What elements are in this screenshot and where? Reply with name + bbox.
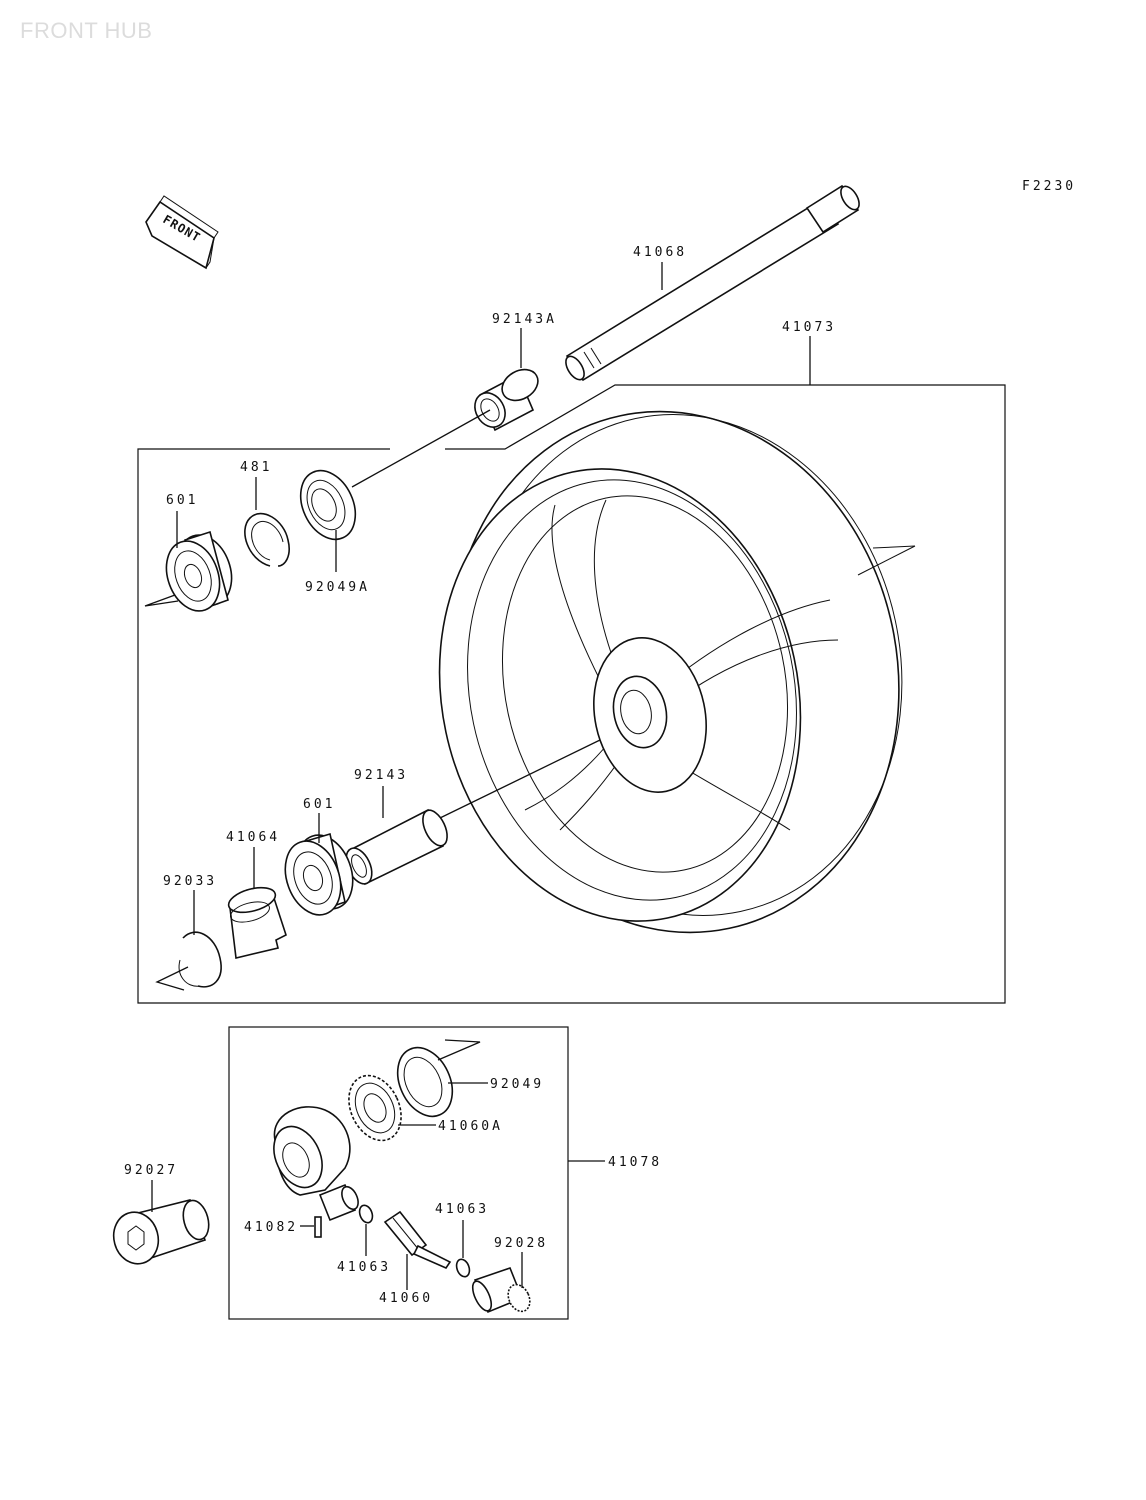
label-41063-right: 41063 [435, 1202, 489, 1217]
label-41060A: 41060A [438, 1119, 503, 1134]
speedometer-gear-box [228, 1026, 569, 1320]
oil-seal-92049A [299, 469, 357, 541]
label-41064: 41064 [226, 830, 280, 845]
oil-seal-92049 [396, 1046, 454, 1118]
label-41068: 41068 [633, 245, 687, 260]
diagram-code: F2230 [1022, 179, 1076, 194]
pinion-41060 [383, 1210, 452, 1270]
label-92033: 92033 [163, 874, 217, 889]
label-41073: 41073 [782, 320, 836, 335]
speedometer-drive-41064 [227, 886, 287, 959]
label-41082: 41082 [244, 1220, 298, 1235]
bushing-92028 [471, 1266, 531, 1314]
front-arrow-icon: FRONT [145, 195, 219, 270]
gear-housing [273, 1106, 359, 1222]
label-92143A: 92143A [492, 312, 557, 327]
label-601-lower: 601 [303, 797, 335, 812]
washer-41063-left [358, 1204, 374, 1224]
ball-bearing-601-upper [165, 530, 233, 612]
circlip-92033 [178, 931, 222, 988]
label-92049A: 92049A [305, 580, 370, 595]
label-92028: 92028 [494, 1236, 548, 1251]
speedometer-gear-41060A [348, 1074, 402, 1142]
washer-41063-right [455, 1258, 471, 1278]
label-92027: 92027 [124, 1163, 178, 1178]
bushing-92027 [112, 1199, 210, 1265]
label-601-upper: 601 [166, 493, 198, 508]
label-41060: 41060 [379, 1291, 433, 1306]
pin-41082 [314, 1216, 322, 1238]
label-92049: 92049 [490, 1077, 544, 1092]
front-axle [565, 184, 860, 382]
label-92143: 92143 [354, 768, 408, 783]
circlip-481 [244, 512, 290, 567]
collar-92143A [474, 368, 539, 432]
label-481: 481 [240, 460, 272, 475]
label-41078: 41078 [608, 1155, 662, 1170]
label-41063-left: 41063 [337, 1260, 391, 1275]
front-wheel [438, 410, 916, 934]
ball-bearing-601-lower [284, 832, 354, 916]
wheel-assembly-box [137, 384, 1006, 1004]
page-title: FRONT HUB [20, 18, 153, 43]
collar-92143 [345, 808, 448, 886]
